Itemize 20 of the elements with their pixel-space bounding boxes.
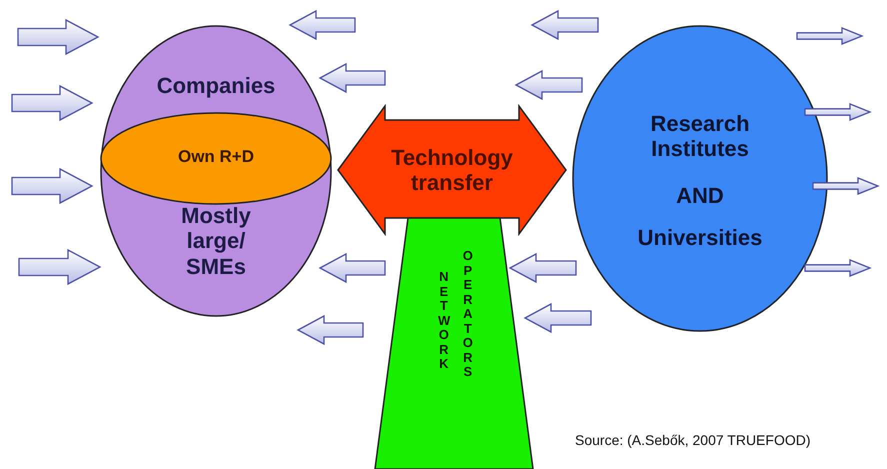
oval-label: AND: [675, 183, 725, 208]
block-arrow: [320, 64, 385, 92]
oval-label: Companies: [156, 73, 276, 98]
oval: [100, 112, 332, 205]
oval-label: Own R+D: [176, 147, 256, 167]
block-arrow: [516, 71, 582, 99]
oval-label: Mostly large/ SMEs: [180, 203, 252, 279]
oval-label: Universities: [636, 225, 764, 250]
double-arrow-shape: [337, 105, 567, 235]
block-arrow: [525, 304, 591, 332]
arrow-label: Technology transfer: [390, 145, 514, 196]
source-note: Source: (A.Sebők, 2007 TRUEFOOD): [575, 432, 810, 448]
trapezoid-shape: [375, 218, 533, 469]
block-arrow: [320, 254, 385, 282]
vertical-label: NETWORK: [438, 270, 450, 372]
oval: [100, 25, 332, 317]
oval: [572, 25, 828, 332]
oval-label: Research Institutes: [649, 111, 751, 162]
vertical-label: OPERATORS: [462, 249, 474, 380]
block-arrow: [510, 254, 576, 282]
